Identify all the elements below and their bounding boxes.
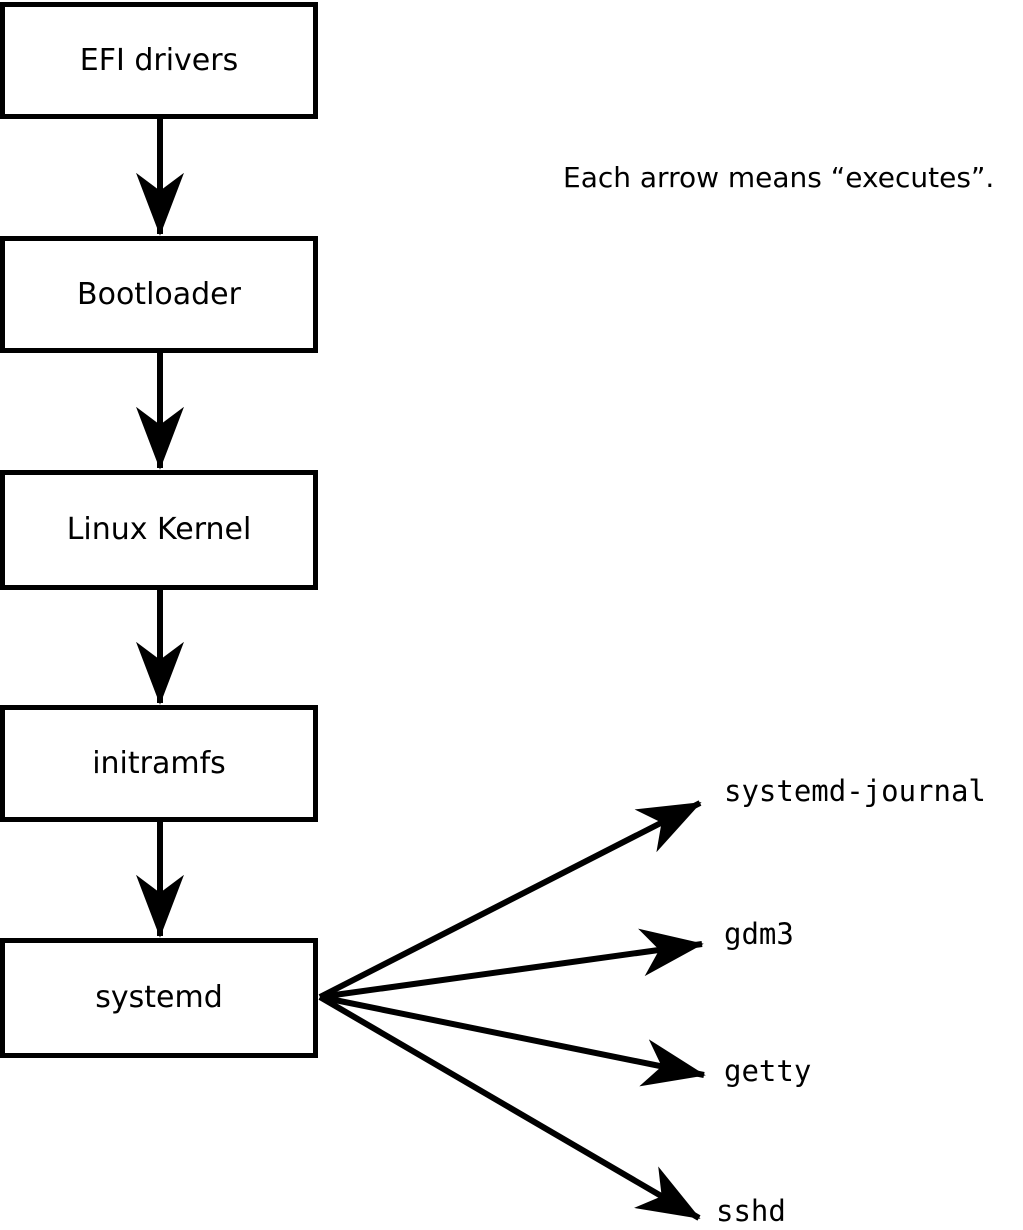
fanout-arrow-gdm3 bbox=[319, 928, 704, 1000]
diagram-caption: Each arrow means “executes”. bbox=[563, 161, 995, 194]
node-label-linux-kernel: Linux Kernel bbox=[66, 512, 252, 547]
fanout-arrow-sshd bbox=[318, 994, 701, 1221]
service-label-gdm3[interactable]: gdm3 bbox=[724, 917, 794, 951]
fanout-arrow-getty bbox=[319, 994, 706, 1087]
node-label-systemd: systemd bbox=[95, 980, 223, 1015]
service-label-systemd-journal[interactable]: systemd-journal bbox=[724, 774, 986, 808]
service-label-sshd[interactable]: sshd bbox=[716, 1194, 786, 1228]
service-label-getty[interactable]: getty bbox=[724, 1054, 812, 1088]
node-linux-kernel[interactable]: Linux Kernel bbox=[0, 470, 318, 590]
node-initramfs[interactable]: initramfs bbox=[0, 705, 318, 822]
node-label-efi-drivers: EFI drivers bbox=[79, 42, 239, 78]
node-systemd[interactable]: systemd bbox=[0, 938, 318, 1058]
node-bootloader[interactable]: Bootloader bbox=[0, 236, 318, 353]
node-efi-drivers[interactable]: EFI drivers bbox=[0, 2, 318, 119]
node-label-initramfs: initramfs bbox=[92, 745, 226, 781]
node-label-bootloader: Bootloader bbox=[77, 276, 241, 312]
fanout-arrow-systemd-journal bbox=[318, 800, 702, 1000]
